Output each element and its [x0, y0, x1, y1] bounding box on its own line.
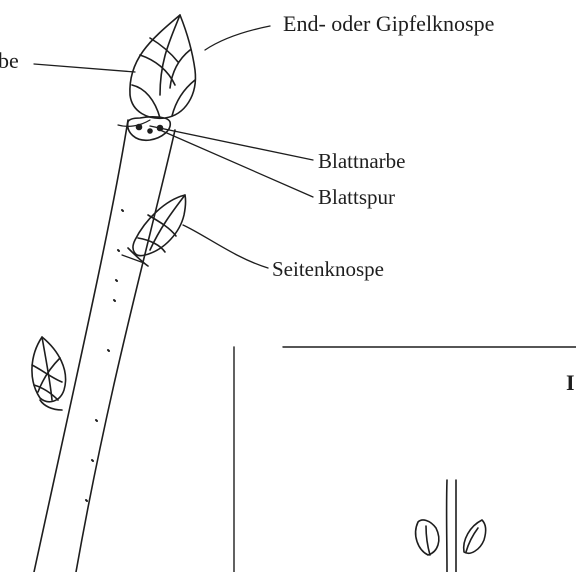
- lateral-bud-lower: [32, 337, 66, 410]
- terminal-bud: [130, 15, 196, 118]
- label-cut-left: be: [0, 50, 19, 72]
- leader-leaf-scar: [150, 126, 313, 160]
- leader-terminal-bud: [205, 26, 270, 50]
- twig-stem: [34, 120, 175, 572]
- label-leaf-trace: Blattspur: [318, 187, 395, 208]
- lateral-bud-upper: [122, 195, 186, 266]
- label-leaf-scar: Blattnarbe: [318, 151, 405, 172]
- inset-panel: [234, 347, 576, 572]
- label-terminal-bud: End- oder Gipfelknospe: [283, 13, 494, 35]
- label-inset-cut: I: [566, 372, 575, 394]
- leader-leaf-trace: [160, 130, 313, 197]
- leader-cut-left: [34, 64, 135, 72]
- label-lateral-bud: Seitenknospe: [272, 259, 384, 280]
- leader-lateral-bud: [183, 225, 268, 268]
